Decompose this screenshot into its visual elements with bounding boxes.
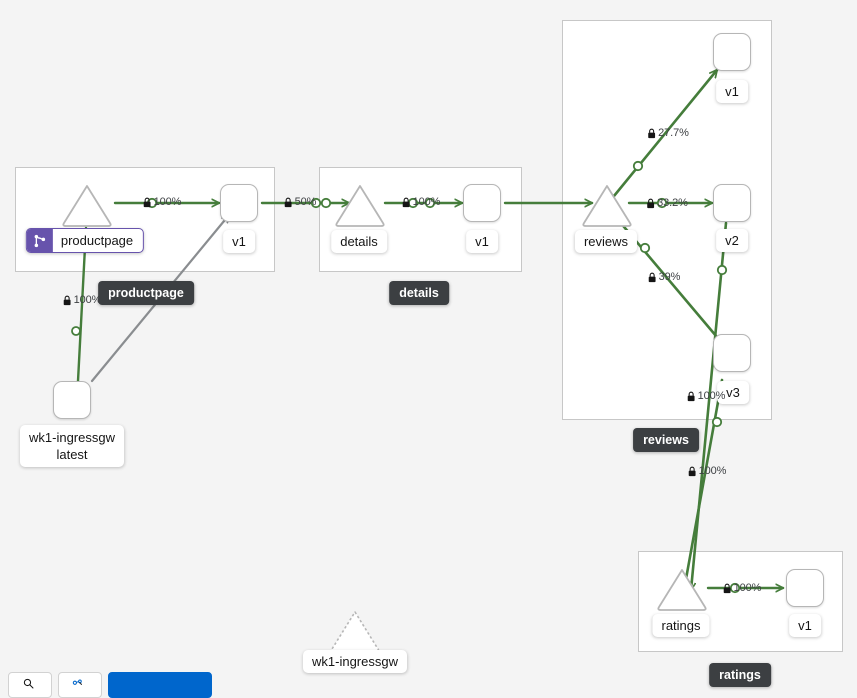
edge-pct: 27.7%	[658, 127, 689, 139]
node-productpage-app[interactable]	[60, 182, 114, 228]
node-label-reviews-v1: v1	[716, 80, 748, 103]
edge-pct: 100%	[697, 390, 726, 402]
node-label-details: details	[331, 230, 387, 253]
mtls-lock-icon	[63, 295, 72, 306]
node-ingressgw[interactable]	[53, 381, 91, 419]
edge-label-reviews-to-v3: 39%	[648, 271, 681, 283]
node-reviews-v3[interactable]	[713, 334, 751, 372]
edge-label-reviews-to-v1: 27.7%	[647, 127, 689, 139]
node-label-productpage: productpage	[25, 228, 145, 253]
node-label-reviews: reviews	[574, 230, 638, 253]
node-label-reviews-v2: v2	[716, 229, 748, 252]
triangle-icon	[62, 185, 112, 227]
node-label-ingressgw-line2: latest	[56, 447, 88, 462]
mtls-lock-icon	[648, 272, 657, 283]
cluster-tooltip-details: details	[389, 281, 449, 305]
mtls-lock-icon	[402, 197, 411, 208]
triangle-icon	[582, 185, 632, 227]
mtls-lock-icon	[143, 197, 152, 208]
edge-label-ratings-to-v1: 100%	[723, 582, 762, 594]
node-label-ratings: ratings	[652, 614, 710, 637]
node-label-productpage-text: productpage	[60, 233, 134, 248]
edge-pct: 100%	[698, 465, 727, 477]
mtls-lock-icon	[723, 583, 732, 594]
edge-pct: 100%	[412, 196, 441, 208]
node-ingressgw-ghost[interactable]	[328, 608, 382, 654]
node-label-details-v1: v1	[466, 230, 498, 253]
node-reviews-v2[interactable]	[713, 184, 751, 222]
node-productpage-v1[interactable]	[220, 184, 258, 222]
edge-label-productpage-to-v1: 100%	[143, 196, 182, 208]
cluster-tooltip-productpage: productpage	[98, 281, 194, 305]
mtls-lock-icon	[647, 128, 656, 139]
node-ratings-v1[interactable]	[786, 569, 824, 607]
zoom-out-button[interactable]	[8, 672, 52, 698]
triangle-icon	[657, 569, 707, 611]
node-ratings-app[interactable]	[655, 566, 709, 612]
node-label-productpage-v1: v1	[223, 230, 255, 253]
node-reviews-app[interactable]	[580, 182, 634, 228]
fit-to-screen-button[interactable]	[58, 672, 102, 698]
edge-label-v3-rate: 100%	[687, 390, 726, 402]
virtual-service-icon	[26, 229, 53, 252]
edge-label-reviews-to-v2: 33.2%	[646, 197, 688, 209]
edge-pct: 100%	[153, 196, 182, 208]
edge-pct: 50%	[294, 196, 317, 208]
mtls-lock-icon	[688, 466, 697, 477]
edge-label-details-to-v1: 100%	[402, 196, 441, 208]
edge-label-productpage-to-details: 50%	[284, 196, 317, 208]
cluster-tooltip-ratings: ratings	[709, 663, 771, 687]
edge-pct: 33.2%	[657, 197, 688, 209]
triangle-dashed-icon	[330, 611, 380, 653]
node-reviews-v1[interactable]	[713, 33, 751, 71]
node-details-v1[interactable]	[463, 184, 501, 222]
node-label-ingressgw-line1: wk1-ingressgw	[29, 430, 115, 445]
mtls-lock-icon	[646, 198, 655, 209]
node-label-reviews-v3: v3	[717, 381, 749, 404]
cluster-tooltip-reviews: reviews	[633, 428, 699, 452]
graph-toolbar[interactable]	[0, 672, 212, 698]
edge-pct: 100%	[73, 294, 102, 306]
fit-icon	[72, 678, 85, 692]
edge-label-gw-to-productpage: 100%	[63, 294, 102, 306]
primary-action-button[interactable]	[108, 672, 212, 698]
triangle-icon	[335, 185, 385, 227]
edge-label-reviews-to-ratings: 100%	[688, 465, 727, 477]
edge-pct: 39%	[658, 271, 681, 283]
node-label-ingressgw: wk1-ingressgw latest	[20, 425, 124, 467]
zoom-out-icon	[23, 678, 34, 692]
edge-pct: 100%	[733, 582, 762, 594]
node-label-ingressgw-ghost: wk1-ingressgw	[303, 650, 407, 673]
node-label-ratings-v1: v1	[789, 614, 821, 637]
mtls-lock-icon	[284, 197, 293, 208]
node-details-app[interactable]	[333, 182, 387, 228]
mtls-lock-icon	[687, 391, 696, 402]
